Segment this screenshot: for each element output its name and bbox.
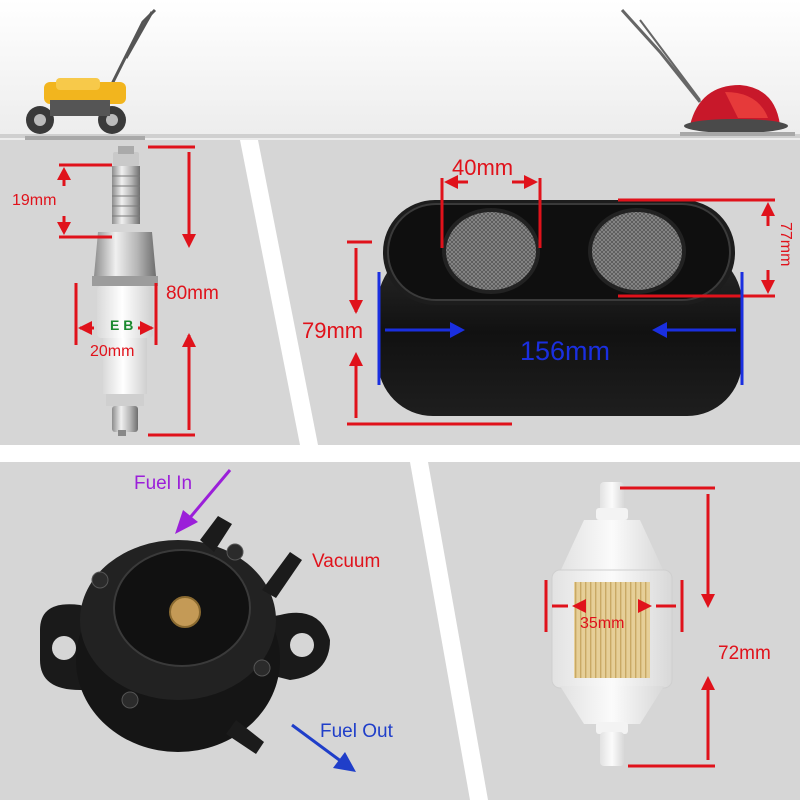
fuel-in-arrow [175,469,232,534]
spark-plug-print: E B [110,317,133,333]
spark-plug-dimension-lines [59,145,195,437]
fuel-pump-icon [40,516,330,754]
fuel-filter-icon [551,482,673,766]
air-filter-length-dimension: 156mm [520,336,611,366]
air-filter-red-dimension-lines [347,178,775,426]
air-filter-icon [378,200,742,416]
spark-plug-length-dimension: 80mm [166,283,219,304]
fuel-out-label: Fuel Out [320,721,393,742]
spark-plug-icon: E B [92,146,158,436]
air-filter-hole-dimension: 40mm [452,155,514,180]
spark-plug-width-dimension: 20mm [90,343,135,360]
air-filter-height-dimension: 79mm [302,318,364,343]
spark-plug-top-dimension: 19mm [12,192,57,209]
fuel-filter-arrowheads [572,594,715,690]
air-filter-depth-dimension: 77mm [777,222,794,267]
spark-plug-arrowheads [57,167,196,347]
red-hover-mower-icon [620,8,795,136]
fuel-out-arrow [291,723,356,772]
air-filter-red-arrowheads [349,175,775,366]
yellow-push-mower-icon [25,8,157,140]
fuel-filter-dimension-lines [544,486,715,768]
fuel-in-label: Fuel In [134,473,193,494]
air-filter-blue-dimension-lines [377,272,744,385]
vacuum-label: Vacuum [312,551,381,572]
top-banner [0,0,800,140]
fuel-filter-length-dimension: 72mm [718,643,771,664]
air-filter-blue-arrowheads [450,322,667,338]
fuel-filter-diameter-dimension: 35mm [580,615,625,632]
